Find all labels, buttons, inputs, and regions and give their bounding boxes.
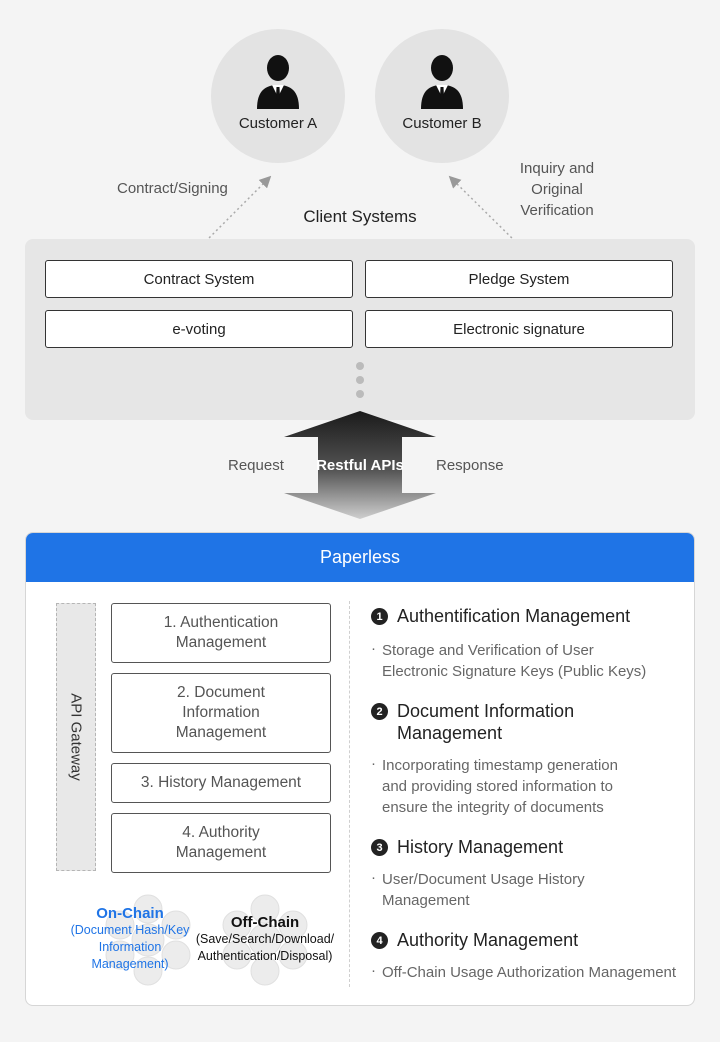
off-chain-title: Off-Chain (230, 914, 300, 931)
module-label-line: 3. History Management (140, 774, 302, 791)
feature-title-line: Management (397, 723, 503, 743)
ellipsis-dot (356, 362, 364, 370)
off-chain-line: (Save/Search/Download/ (195, 932, 335, 946)
customer-a-label: Customer A (238, 115, 318, 132)
feature-4-desc: Off-Chain Usage Authorization Management (382, 962, 676, 983)
feature-4-title: Authority Management (397, 930, 579, 950)
contract-system-box: Contract System (45, 260, 353, 298)
feature-desc-line: Storage and Verification of User (382, 642, 594, 659)
inquiry-label-line: Verification (520, 202, 594, 219)
module-label-line: 2. Document (177, 684, 265, 701)
module-label-line: 1. Authentication (163, 614, 279, 631)
off-chain-hex-icon (222, 894, 308, 986)
ellipsis-dot (356, 390, 364, 398)
electronic-signature-box: Electronic signature (365, 310, 673, 348)
bullet-dot: · (371, 640, 376, 657)
api-gateway: API Gateway (56, 603, 96, 871)
module-authentication: 1. Authentication Management (111, 603, 331, 663)
customer-b-label: Customer B (402, 115, 482, 132)
on-chain-block: On-Chain (Document Hash/Key Information … (66, 905, 194, 973)
contract-signing-label: Contract/Signing (117, 180, 228, 197)
number-badge-3: 3 (371, 839, 388, 856)
contract-arrow (193, 175, 272, 254)
e-voting-box: e-voting (45, 310, 353, 348)
bullet-dot: · (371, 755, 376, 772)
module-label-line: Management (175, 634, 267, 651)
inquiry-label-line: Original (531, 181, 583, 198)
ellipsis-dot (356, 376, 364, 384)
module-authority: 4. Authority Management (111, 813, 331, 873)
feature-desc-line: Electronic Signature Keys (Public Keys) (382, 663, 647, 680)
restful-apis-label: Restful APIs (316, 457, 404, 474)
feature-desc-line: User/Document Usage History (382, 871, 585, 888)
number-badge-4: 4 (371, 932, 388, 949)
paperless-header: Paperless (26, 533, 694, 582)
feature-desc-line: ensure the integrity of documents (382, 799, 604, 816)
module-label-line: Management (175, 724, 267, 741)
inquiry-arrow (448, 175, 528, 254)
on-chain-line: Information (98, 940, 162, 954)
number-badge-2: 2 (371, 703, 388, 720)
feature-2-title: Document Information Management (397, 700, 574, 744)
paperless-panel: Paperless API Gateway 1. Authentication … (25, 532, 695, 1006)
module-document-information: 2. Document Information Management (111, 673, 331, 753)
response-label: Response (436, 457, 504, 474)
api-gateway-label: API Gateway (67, 693, 85, 781)
on-chain-title: On-Chain (96, 905, 164, 922)
module-label-line: Information (182, 704, 260, 721)
person-icon (421, 55, 463, 109)
feature-desc-line: and providing stored information to (382, 778, 613, 795)
number-badge-1: 1 (371, 608, 388, 625)
request-label: Request (228, 457, 284, 474)
feature-desc-line: Management (382, 892, 470, 909)
feature-desc-line: Incorporating timestamp generation (382, 757, 618, 774)
column-divider (349, 601, 350, 987)
feature-desc-line: Off-Chain Usage Authorization Management (382, 964, 677, 981)
bullet-dot: · (371, 962, 376, 979)
inquiry-label-line: Inquiry and (519, 160, 595, 177)
client-systems-title: Client Systems (303, 207, 417, 226)
person-icon (257, 55, 299, 109)
feature-3-title: History Management (397, 837, 564, 857)
inquiry-label: Inquiry and Original Verification (496, 158, 618, 221)
customer-b-node: Customer B (375, 29, 509, 163)
bidirectional-arrow-icon (284, 411, 436, 519)
feature-3-desc: User/Document Usage History Management (382, 869, 585, 911)
module-history: 3. History Management (111, 763, 331, 803)
feature-2-desc: Incorporating timestamp generation and p… (382, 755, 618, 818)
bullet-dot: · (371, 869, 376, 886)
off-chain-line: Authentication/Disposal) (197, 949, 333, 963)
off-chain-block: Off-Chain (Save/Search/Download/ Authent… (190, 914, 340, 965)
feature-1-title: Authentification Management (397, 606, 631, 626)
feature-title-line: Document Information (397, 701, 575, 721)
customer-a-node: Customer A (211, 29, 345, 163)
module-label-line: Management (175, 844, 267, 861)
feature-1-desc: Storage and Verification of User Electro… (382, 640, 646, 682)
dotted-arrows (193, 175, 528, 254)
module-label-line: 4. Authority (182, 824, 260, 841)
on-chain-hex-icon (105, 894, 191, 986)
pledge-system-box: Pledge System (365, 260, 673, 298)
on-chain-line: (Document Hash/Key (70, 923, 190, 937)
client-systems-panel: Contract System Pledge System e-voting E… (25, 239, 695, 420)
on-chain-line: Management) (91, 957, 169, 971)
